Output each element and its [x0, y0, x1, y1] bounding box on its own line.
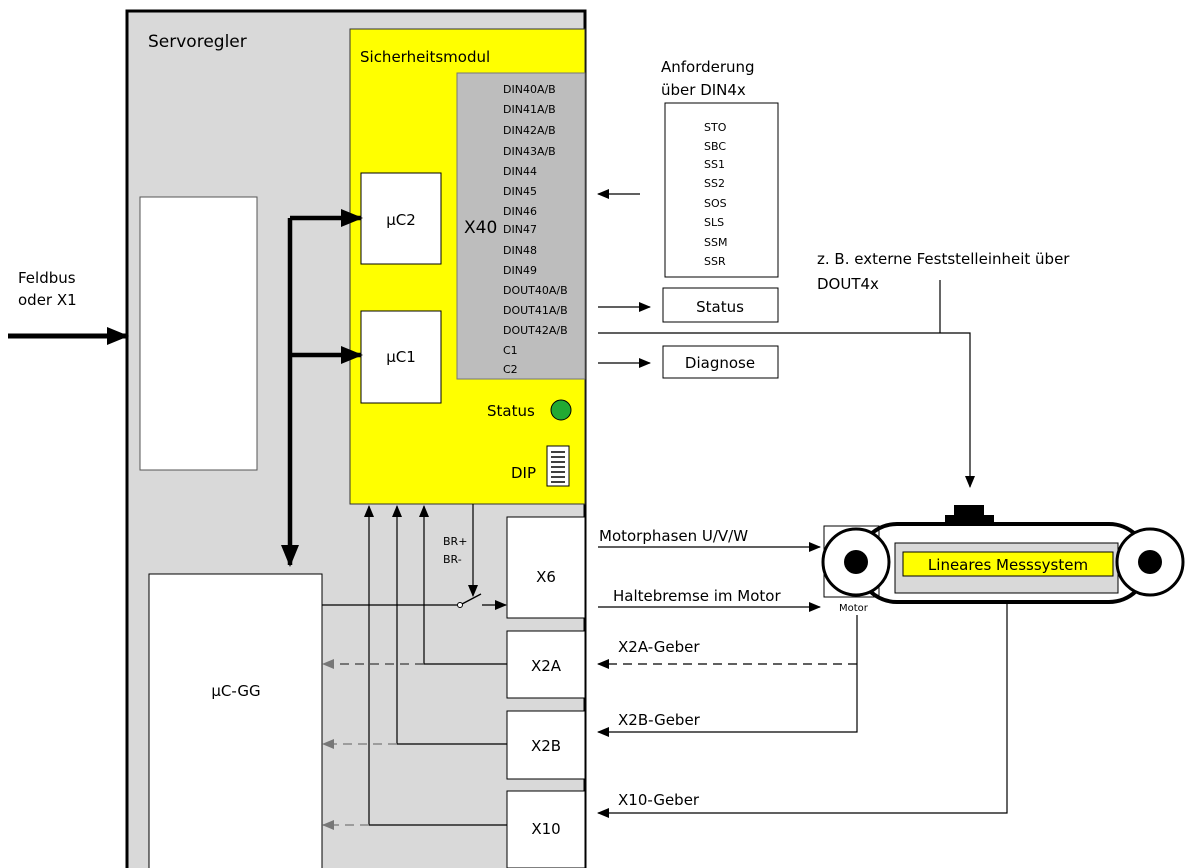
pin-din42: DIN42A/B: [503, 124, 556, 137]
request-ssr: SSR: [704, 255, 726, 268]
module-status-label: Status: [487, 402, 535, 420]
status-output-label: Status: [696, 298, 744, 316]
safety-module-title: Sicherheitsmodul: [360, 48, 490, 66]
motor-label: Motor: [839, 603, 869, 614]
left-pulley-hub-icon: [844, 550, 868, 574]
motorphasen-label: Motorphasen U/V/W: [599, 527, 748, 545]
br-minus-label: BR-: [443, 553, 462, 566]
switch-blade-icon: [461, 593, 482, 605]
x40-pins: DIN40A/B DIN41A/B DIN42A/B DIN43A/B DIN4…: [503, 83, 568, 376]
pin-din43: DIN43A/B: [503, 145, 556, 158]
pin-din48: DIN48: [503, 244, 537, 257]
request-title-1: Anforderung: [661, 58, 755, 76]
pin-din44: DIN44: [503, 165, 537, 178]
right-pulley-hub-icon: [1138, 550, 1162, 574]
port-x10: [506, 790, 586, 868]
pin-c1: C1: [503, 344, 518, 357]
pin-din49: DIN49: [503, 264, 537, 277]
request-ss1: SS1: [704, 158, 725, 171]
port-x6: [506, 516, 586, 619]
port-x2a-label: X2A: [531, 657, 562, 675]
external-clamp-label-2: DOUT4x: [817, 275, 879, 293]
request-ssm: SSM: [704, 236, 727, 249]
ucgg-box: [148, 573, 323, 868]
ucgg-label: µC-GG: [211, 682, 260, 700]
fieldbus-label-1: Feldbus: [18, 269, 76, 287]
port-x2b-label: X2B: [531, 737, 561, 755]
pin-din47: DIN47: [503, 223, 537, 236]
x10-geber-label: X10-Geber: [618, 791, 700, 809]
request-sto: STO: [704, 121, 727, 134]
linear-axis: Lineares Messsystem Motor: [821, 522, 1185, 614]
pin-din41: DIN41A/B: [503, 103, 556, 116]
x2a-geber-label: X2A-Geber: [618, 638, 700, 656]
pin-din46: DIN46: [503, 205, 537, 218]
servo-title: Servoregler: [148, 32, 247, 52]
pin-dout40: DOUT40A/B: [503, 284, 568, 297]
port-x6-label: X6: [536, 568, 556, 586]
x40-connector: [456, 72, 586, 380]
pin-c2: C2: [503, 363, 518, 376]
external-clamp-label-1: z. B. externe Feststelleinheit über: [817, 250, 1070, 268]
port-x10-label: X10: [531, 820, 560, 838]
port-x2b: [506, 710, 586, 780]
status-output-box: [662, 287, 779, 323]
port-x2a: [506, 630, 586, 699]
x2b-geber-label: X2B-Geber: [618, 711, 701, 729]
uc2-box: [360, 172, 442, 265]
pin-dout41: DOUT41A/B: [503, 304, 568, 317]
clamp-unit-icon: [954, 505, 984, 517]
haltebremse-label: Haltebremse im Motor: [613, 587, 781, 605]
measure-label-box: [902, 551, 1114, 577]
uc1-box: [360, 310, 442, 404]
pin-din45: DIN45: [503, 185, 537, 198]
request-ss2: SS2: [704, 177, 725, 190]
switch-contact-icon: [457, 602, 463, 608]
pin-din40: DIN40A/B: [503, 83, 556, 96]
x10-geber-arrow: [597, 600, 1008, 818]
request-sbc: SBC: [704, 140, 726, 153]
measure-label: Lineares Messsystem: [928, 556, 1088, 574]
request-title-2: über DIN4x: [661, 81, 746, 99]
pin-dout42: DOUT42A/B: [503, 324, 568, 337]
request-sls: SLS: [704, 216, 724, 229]
dip-label: DIP: [511, 464, 536, 482]
x40-label: X40: [464, 218, 497, 238]
br-plus-label: BR+: [443, 535, 467, 548]
diagnose-output-box: [662, 345, 779, 379]
clamp-base-icon: [945, 515, 994, 525]
status-led-icon: [550, 399, 572, 421]
fieldbus-label-2: oder X1: [18, 291, 77, 309]
x2b-geber-arrow: [597, 615, 858, 737]
request-sos: SOS: [704, 197, 727, 210]
request-box: [664, 102, 779, 278]
diagnose-output-label: Diagnose: [685, 354, 755, 372]
uc1-label: µC1: [386, 348, 416, 366]
request-list: STO SBC SS1 SS2 SOS SLS SSM SSR: [704, 121, 727, 268]
uc2-label: µC2: [386, 211, 416, 229]
dip-switch-icon: [546, 445, 570, 487]
dout-to-clamp-line: [598, 332, 975, 488]
interface-block: [139, 196, 258, 471]
